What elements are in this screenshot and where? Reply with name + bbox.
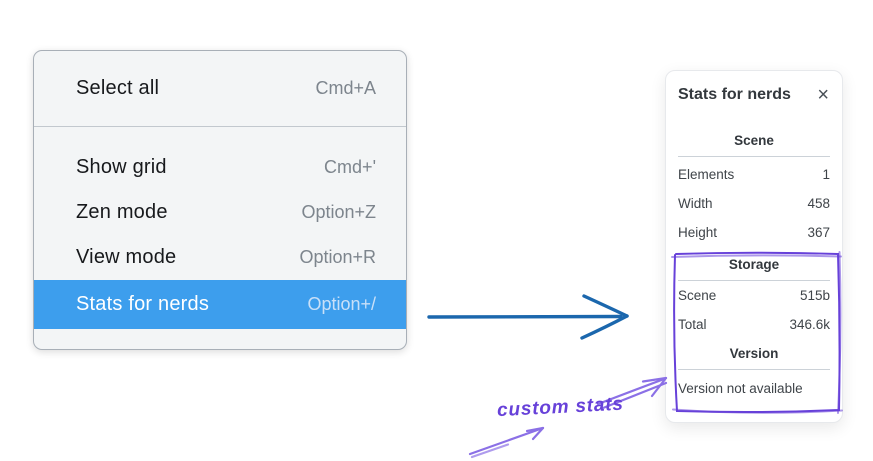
menu-divider (34, 126, 406, 127)
section-divider (678, 156, 830, 157)
stat-row-elements: Elements 1 (678, 160, 830, 189)
stat-label: Height (678, 225, 718, 240)
context-menu: Select all Cmd+A Show grid Cmd+' Zen mod… (33, 50, 407, 350)
stat-value: 458 (807, 196, 830, 211)
menu-item-label: Stats for nerds (76, 293, 210, 315)
stat-row-scene-size: Scene 515b (678, 281, 830, 310)
stat-value: 1 (822, 167, 830, 182)
stat-value: 346.6k (789, 317, 830, 332)
stat-value: 367 (807, 225, 830, 240)
stats-panel-header: Stats for nerds × (678, 83, 830, 107)
panel-title: Stats for nerds (678, 86, 791, 103)
blue-arrow-icon (427, 294, 629, 340)
stat-label: Scene (678, 288, 717, 303)
menu-group: Show grid Cmd+' Zen mode Option+Z View m… (34, 127, 406, 329)
stats-panel: Stats for nerds × Scene Elements 1 Width… (665, 70, 843, 423)
stat-row-width: Width 458 (678, 189, 830, 218)
stat-row-height: Height 367 (678, 218, 830, 247)
stat-value: 515b (799, 288, 830, 303)
violet-arrow-icon (596, 376, 668, 410)
stat-label: Total (678, 317, 707, 332)
menu-item-shortcut: Option+Z (301, 202, 376, 222)
menu-item-show-grid[interactable]: Show grid Cmd+' (34, 145, 406, 190)
annotation-custom-stats: custom stats (496, 393, 625, 422)
menu-item-shortcut: Cmd+A (315, 78, 376, 98)
violet-small-arrow-icon (468, 426, 545, 459)
stat-label: Width (678, 196, 713, 211)
section-header-scene: Scene (734, 133, 774, 148)
menu-item-stats-for-nerds[interactable]: Stats for nerds Option+/ (34, 280, 406, 329)
section-header-storage: Storage (728, 257, 780, 272)
section-divider (678, 369, 830, 370)
stat-row-total-size: Total 346.6k (678, 310, 830, 339)
menu-item-label: View mode (76, 246, 177, 268)
menu-item-shortcut: Option+R (299, 247, 376, 267)
menu-item-view-mode[interactable]: View mode Option+R (34, 235, 406, 280)
menu-item-label: Show grid (76, 156, 167, 178)
menu-item-label: Select all (76, 77, 160, 99)
section-header-version: Version (729, 346, 779, 361)
menu-item-shortcut: Cmd+' (324, 157, 376, 177)
menu-item-shortcut: Option+/ (307, 294, 376, 314)
menu-item-select-all[interactable]: Select all Cmd+A (34, 51, 406, 126)
stat-label: Elements (678, 167, 735, 182)
version-note: Version not available (678, 380, 803, 396)
menu-item-label: Zen mode (76, 201, 168, 223)
menu-item-zen-mode[interactable]: Zen mode Option+Z (34, 190, 406, 235)
close-icon[interactable]: × (817, 84, 829, 106)
